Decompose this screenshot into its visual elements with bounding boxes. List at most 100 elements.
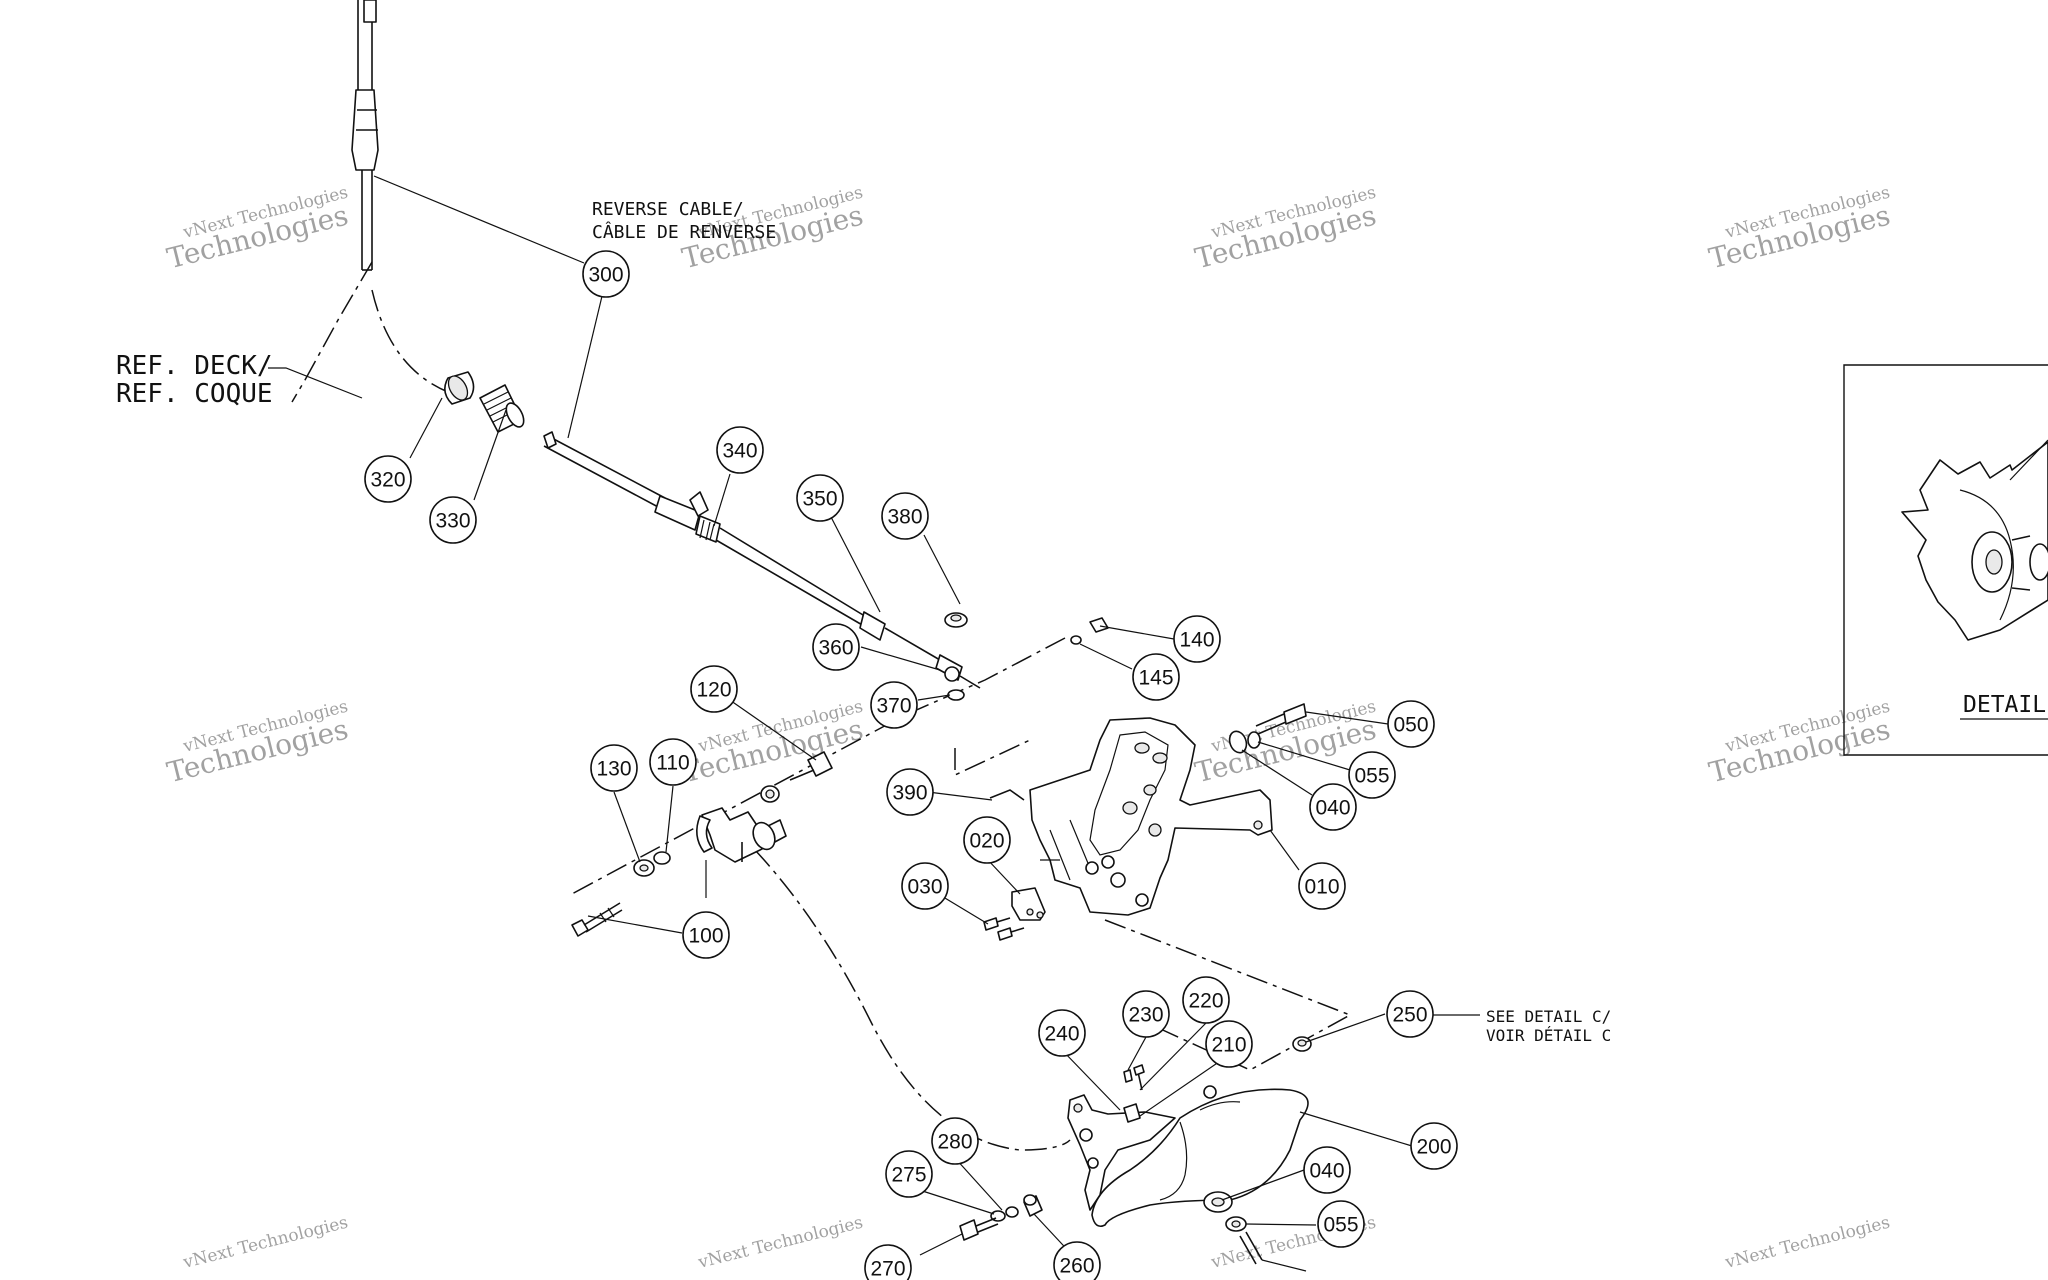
hull-reference-line	[291, 261, 373, 403]
part-number-label: 280	[937, 1131, 972, 1154]
part-number-label: 340	[722, 440, 757, 463]
part-320-sleeve	[444, 371, 475, 405]
part-number-label: 140	[1179, 629, 1214, 652]
part-100-shift-lever	[696, 807, 787, 863]
part-bubble-circle	[864, 1244, 912, 1280]
part-275-280-washers	[990, 1206, 1019, 1222]
part-number-label: 110	[656, 752, 689, 775]
part-number-bubbles: 3003203303403503803603701401450500550400…	[364, 250, 1458, 1280]
part-bubble-circle	[1122, 990, 1170, 1038]
part-bubble-circle	[1053, 1241, 1101, 1280]
part-040-055-washers	[1228, 730, 1261, 754]
part-bubble-circle	[870, 681, 918, 729]
part-number-label: 230	[1128, 1004, 1163, 1027]
cable-routing-line-lower	[754, 849, 1071, 1151]
part-bubble-circle	[812, 623, 860, 671]
watermark-text: vNext Technologies	[1722, 1213, 1892, 1274]
part-bubble-050: 050	[1387, 700, 1435, 748]
part-number-label: 100	[688, 925, 723, 948]
see-detail-label-line1: SEE DETAIL C/	[1486, 1007, 1611, 1026]
part-bubble-145: 145	[1132, 653, 1180, 701]
part-bubble-circle	[1386, 990, 1434, 1038]
part-030-screws	[983, 917, 1025, 941]
part-bubble-030: 030	[901, 862, 949, 910]
part-bubble-380: 380	[881, 492, 929, 540]
part-number-label: 330	[435, 510, 470, 533]
part-number-label: 360	[818, 637, 853, 660]
part-bubble-280: 280	[931, 1117, 979, 1165]
part-bubble-055: 055	[1348, 751, 1396, 799]
part-bubble-circle	[1317, 1200, 1365, 1248]
part-number-label: 010	[1304, 876, 1339, 899]
part-110-bushing	[760, 785, 780, 803]
part-number-label: 250	[1392, 1004, 1427, 1027]
part-bubble-230: 230	[1122, 990, 1170, 1038]
part-bubble-circle	[1303, 1146, 1351, 1194]
part-bubble-340: 340	[716, 426, 764, 474]
part-bubble-240: 240	[1038, 1009, 1086, 1057]
part-bubble-circle	[690, 665, 738, 713]
part-number-label: 370	[876, 695, 911, 718]
ref-deck-label-line1: REF. DECK/	[116, 351, 273, 381]
part-040-washer-lower	[1203, 1191, 1233, 1213]
part-bubble-circle	[364, 455, 412, 503]
part-bubble-circle	[649, 738, 697, 786]
part-bubble-100: 100	[682, 911, 730, 959]
part-bubble-260: 260	[1053, 1241, 1101, 1280]
cable-routing-line	[371, 289, 449, 393]
part-390-link	[989, 789, 1025, 801]
part-bubble-220: 220	[1182, 976, 1230, 1024]
part-bubble-circle	[796, 474, 844, 522]
part-bubble-040: 040	[1309, 783, 1357, 831]
part-bubble-circle	[1309, 783, 1357, 831]
leader-lines	[268, 175, 1480, 1272]
part-number-label: 275	[891, 1164, 926, 1187]
part-bubble-120: 120	[690, 665, 738, 713]
part-bubble-370: 370	[870, 681, 918, 729]
part-250-nut	[1292, 1036, 1312, 1052]
see-detail-label-line2: VOIR DÉTAIL C	[1486, 1026, 1611, 1045]
part-bubble-circle	[1173, 615, 1221, 663]
part-110-130-washers	[633, 851, 671, 877]
part-number-label: 390	[892, 782, 927, 805]
part-bubble-210: 210	[1205, 1020, 1253, 1068]
part-370-washer	[947, 689, 965, 701]
part-200-handle	[1091, 1085, 1309, 1228]
part-bubble-350: 350	[796, 474, 844, 522]
part-bubble-270: 270	[864, 1244, 912, 1280]
part-bubble-circle	[1387, 700, 1435, 748]
part-bubble-circle	[901, 862, 949, 910]
part-bubble-circle	[1410, 1122, 1458, 1170]
part-050-bolt	[1255, 703, 1307, 735]
part-number-label: 050	[1393, 714, 1428, 737]
part-number-label: 130	[596, 758, 631, 781]
part-bubble-330: 330	[429, 496, 477, 544]
part-bubble-circle	[1038, 1009, 1086, 1057]
part-240-lever-arm	[1067, 1094, 1176, 1211]
watermark-layer: vNext Technologies Technologies vNext Te…	[164, 183, 1894, 1274]
part-bubble-130: 130	[590, 744, 638, 792]
part-bubble-circle	[716, 426, 764, 474]
part-number-label: 055	[1323, 1214, 1358, 1237]
part-number-label: 320	[370, 469, 405, 492]
part-number-label: 260	[1059, 1255, 1094, 1278]
part-bubble-390: 390	[886, 768, 934, 816]
part-number-label: 240	[1044, 1023, 1079, 1046]
part-number-label: 270	[870, 1258, 905, 1280]
part-bubble-circle	[682, 911, 730, 959]
part-bubble-200: 200	[1410, 1122, 1458, 1170]
part-bubble-circle	[886, 768, 934, 816]
part-bubble-300: 300	[582, 250, 630, 298]
part-230-pin	[1123, 1069, 1133, 1083]
part-number-label: 055	[1354, 765, 1389, 788]
part-number-label: 145	[1138, 667, 1173, 690]
part-bubble-110: 110	[649, 738, 697, 786]
part-bubble-circle	[963, 816, 1011, 864]
ref-deck-label-line2: REF. COQUE	[116, 379, 273, 409]
part-bubble-circle	[885, 1150, 933, 1198]
part-number-label: 040	[1315, 797, 1350, 820]
bracket-line	[954, 739, 1031, 777]
axis-line	[569, 637, 1066, 896]
part-bubble-010: 010	[1298, 862, 1346, 910]
